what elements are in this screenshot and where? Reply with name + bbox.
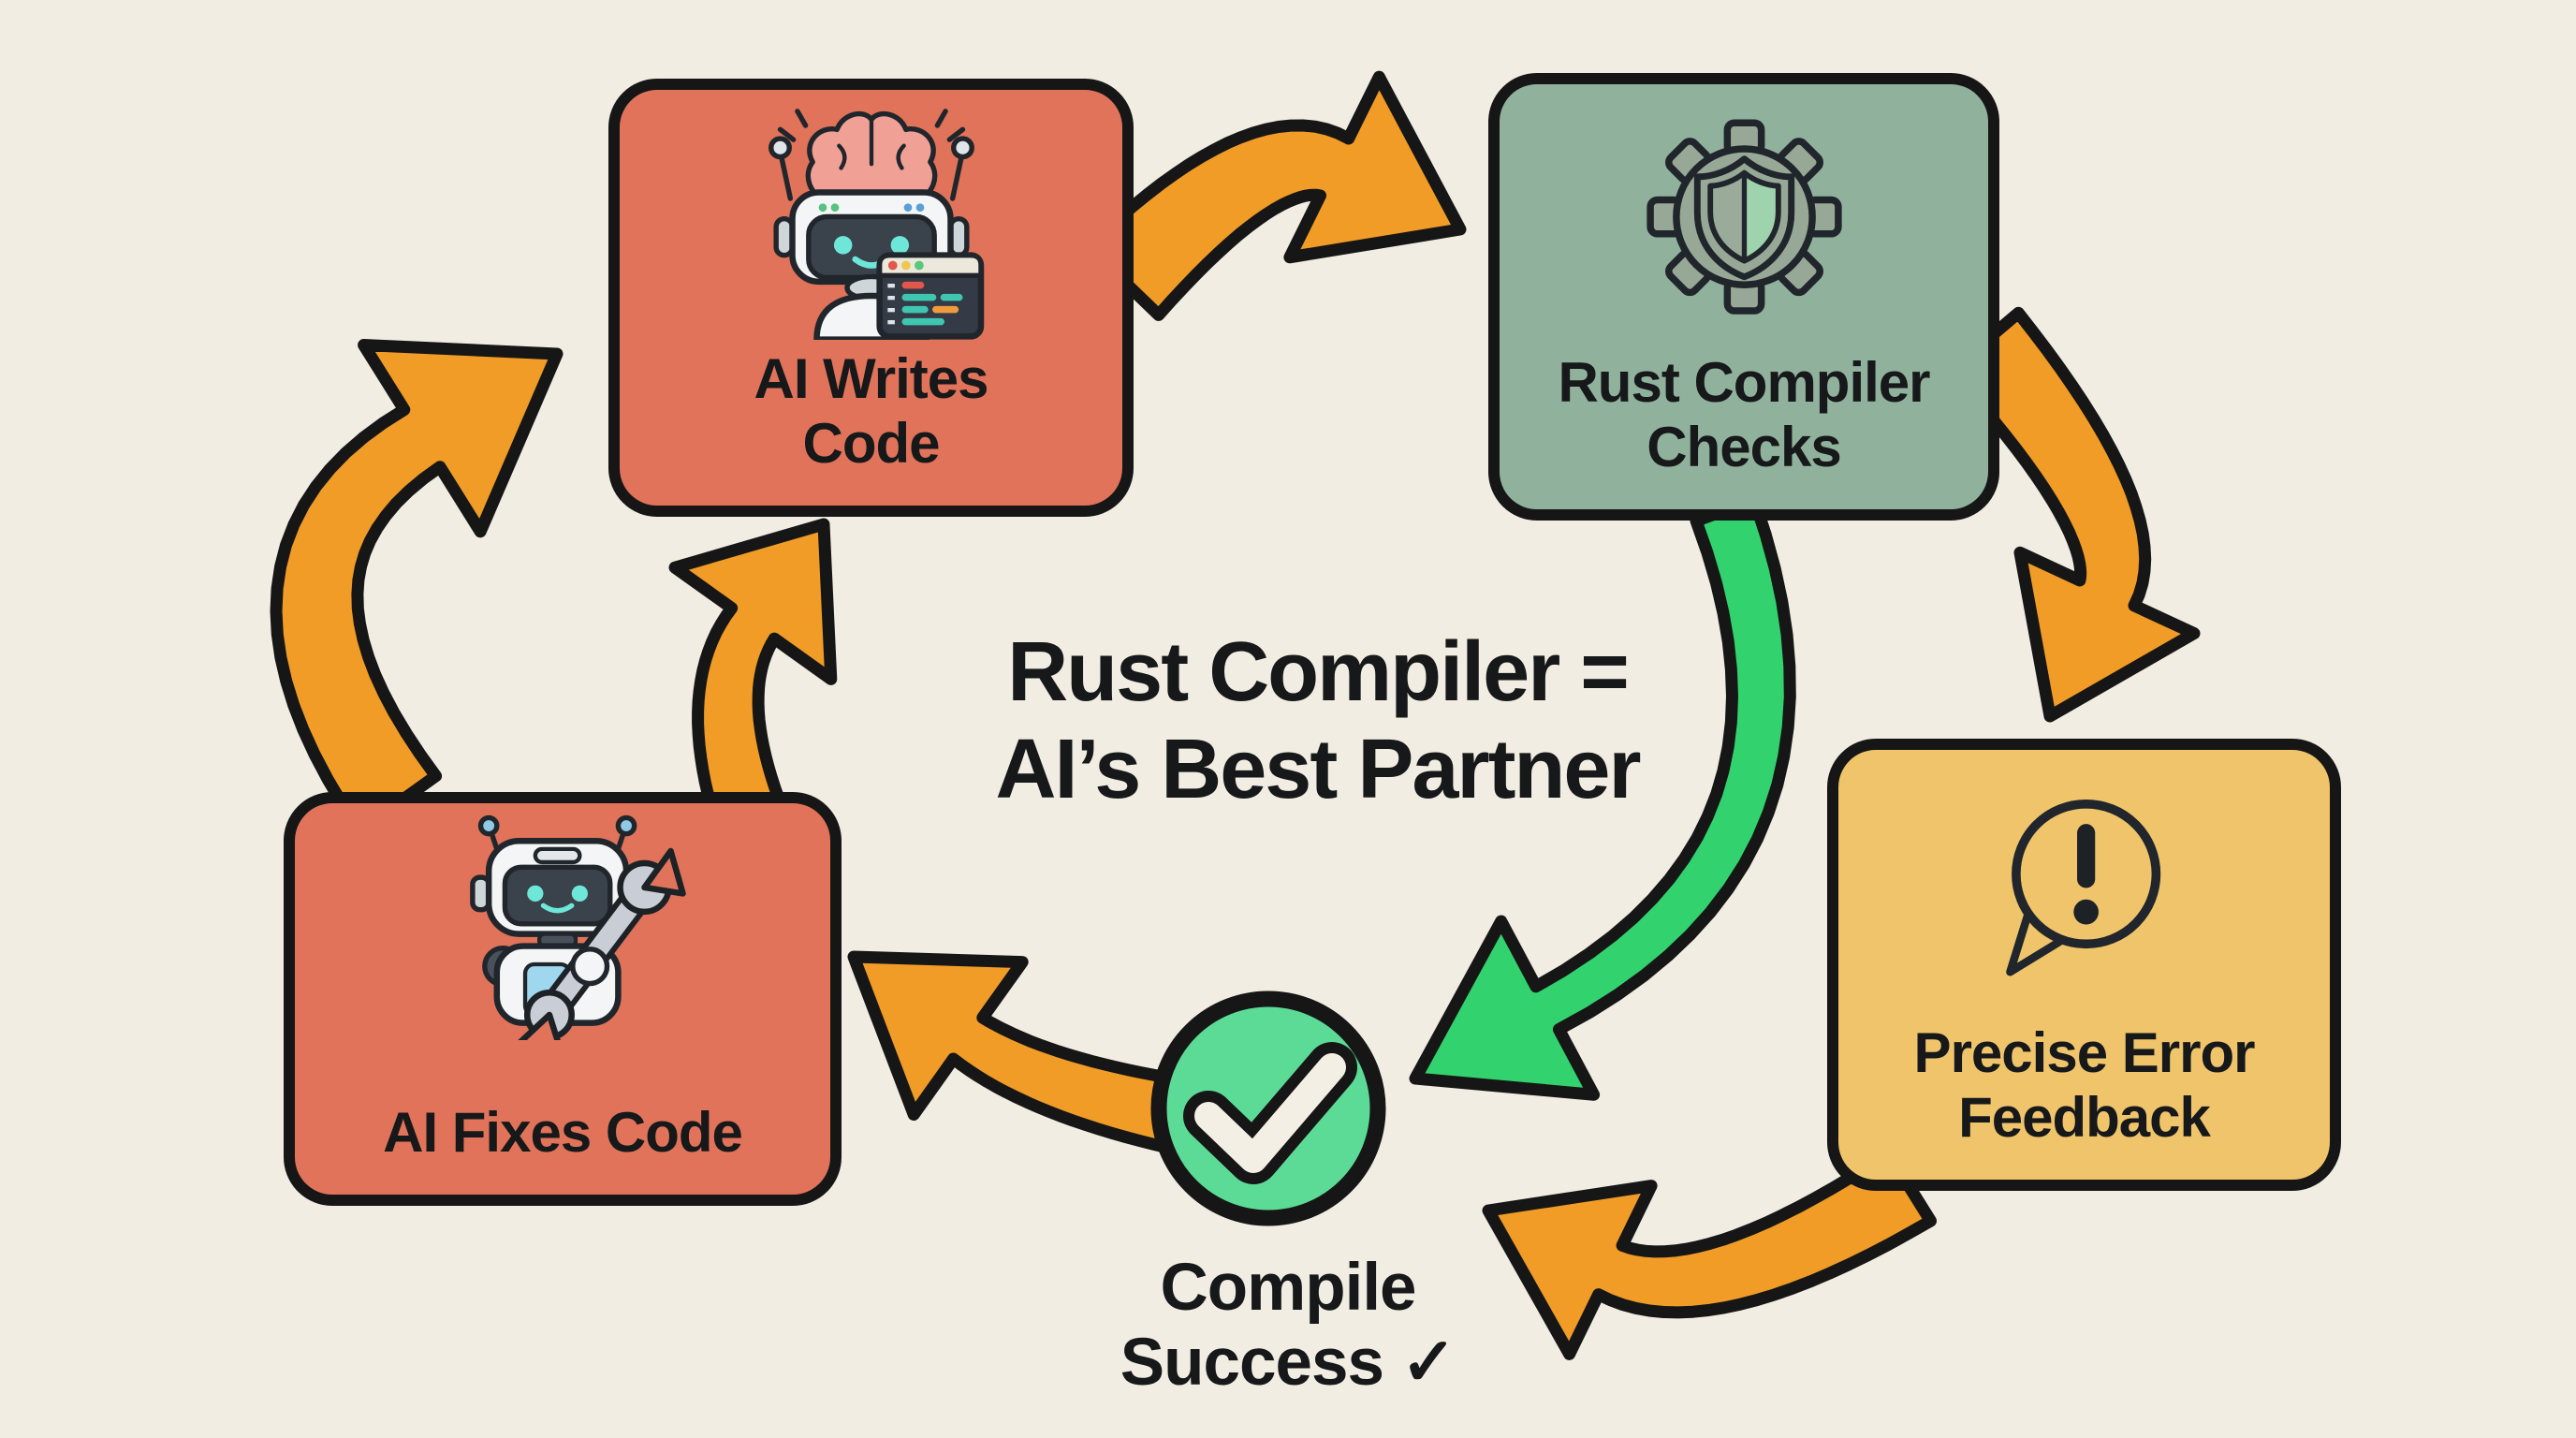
node-label-rust-compiler-checks: Rust Compiler Checks	[1500, 350, 1988, 509]
label-line: Precise Error	[1913, 1021, 2256, 1084]
arrow-checks-to-success	[1409, 493, 1796, 1101]
node-label-precise-error-feedback: Precise Error Feedback	[1838, 1020, 2330, 1180]
label-line: Code	[802, 412, 941, 475]
label-line: AI Fixes Code	[383, 1101, 743, 1164]
arrow-fixes-to-writes-outer	[270, 339, 564, 837]
label-line: Checks	[1647, 416, 1841, 478]
gear-shield-icon	[1646, 119, 1842, 315]
arrow-fixes-to-writes-inner	[668, 518, 838, 827]
diagram-title: Rust Compiler = AI’s Best Partner	[889, 624, 1746, 819]
compile-success-badge	[1128, 968, 1409, 1249]
node-label-ai-writes-code: AI Writes Code	[620, 346, 1122, 506]
arrow-feedback-to-success	[1482, 1147, 1937, 1360]
alert-speech-bubble-icon	[2006, 799, 2161, 976]
checkmark-icon	[1150, 990, 1386, 1226]
title-line-2: AI’s Best Partner	[995, 723, 1642, 817]
robot-brain-code-icon	[768, 109, 984, 340]
arrow-writes-to-checks	[1081, 70, 1467, 321]
node-precise-error-feedback: Precise Error Feedback	[1827, 739, 2341, 1191]
node-rust-compiler-checks: Rust Compiler Checks	[1488, 73, 1999, 521]
arrow-success-to-fixes	[847, 950, 1204, 1158]
label-line: Feedback	[1958, 1086, 2211, 1149]
label-line: Compile	[1160, 1251, 1416, 1325]
compile-success-label: Compile Success ✓	[960, 1251, 1616, 1401]
node-ai-fixes-code: AI Fixes Code	[284, 792, 842, 1206]
title-line-1: Rust Compiler =	[1007, 625, 1630, 719]
arrow-checks-to-feedback	[1944, 306, 2201, 723]
robot-wrench-icon	[470, 814, 686, 1040]
label-line: Success ✓	[1120, 1326, 1456, 1401]
label-line: Rust Compiler	[1558, 351, 1930, 414]
node-label-ai-fixes-code: AI Fixes Code	[295, 1100, 830, 1195]
node-ai-writes-code: AI Writes Code	[608, 79, 1134, 517]
label-line: AI Writes	[754, 347, 989, 410]
